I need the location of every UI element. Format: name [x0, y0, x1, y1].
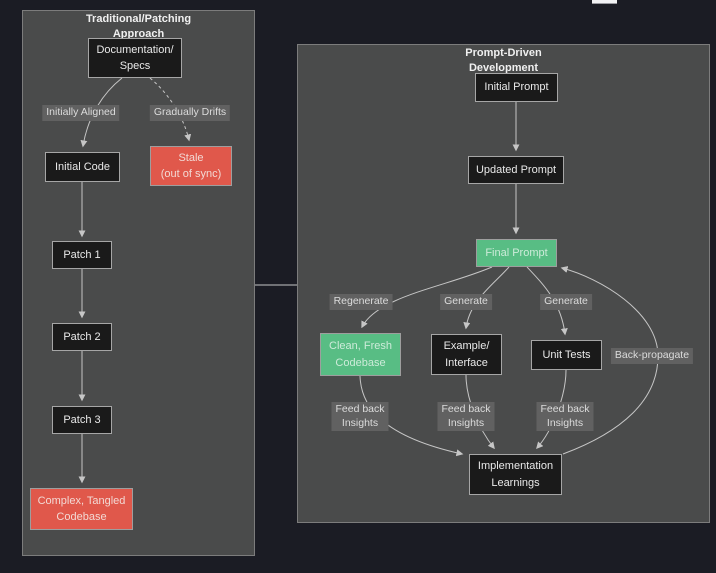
node-label-line: Initial Prompt: [484, 81, 549, 94]
edge-label-gradually-drifts: Gradually Drifts: [149, 105, 231, 121]
node-patch-2: Patch 2: [52, 323, 112, 351]
panel-title-traditional: Traditional/Patching Approach: [22, 12, 255, 42]
node-stale-out-of-sync: Stale (out of sync): [150, 146, 232, 186]
node-label-line: (out of sync): [160, 168, 222, 180]
node-label-line: Stale: [178, 151, 204, 164]
node-documentation-specs: Documentation/ Specs: [88, 38, 182, 78]
node-label-line: Codebase: [56, 511, 107, 523]
edge-label-line: Regenerate: [333, 295, 389, 307]
edge-label-line: Gradually Drifts: [153, 106, 227, 118]
edge-label-line: Generate: [544, 295, 588, 307]
edge-label-regenerate: Regenerate: [329, 294, 393, 310]
node-label-line: Patch 3: [63, 413, 101, 426]
edge-label-line: Insights: [341, 416, 379, 429]
node-label-line: Codebase: [335, 356, 386, 369]
edge-label-feedback-insights-3: Feed back Insights: [536, 402, 594, 432]
edge-label-line: Feed back: [540, 403, 590, 415]
panel-title-prompt-driven: Prompt-Driven Development: [297, 46, 710, 76]
node-final-prompt: Final Prompt: [476, 239, 557, 267]
node-complex-tangled-codebase: Complex, Tangled Codebase: [30, 488, 133, 530]
node-label-line: Documentation/: [96, 43, 174, 56]
edge-label-feedback-insights-1: Feed back Insights: [331, 402, 389, 432]
node-label-line: Patch 2: [63, 330, 101, 343]
node-label-line: Patch 1: [63, 248, 101, 261]
node-label-line: Complex, Tangled: [37, 494, 126, 507]
node-patch-3: Patch 3: [52, 406, 112, 434]
edge-label-line: Insights: [447, 416, 485, 429]
node-patch-1: Patch 1: [52, 241, 112, 269]
node-unit-tests: Unit Tests: [531, 340, 602, 370]
node-implementation-learnings: Implementation Learnings: [469, 454, 562, 495]
node-label-line: Interface: [445, 356, 488, 369]
edge-label-line: Back-propagate: [614, 349, 690, 361]
panel-title-line: Approach: [112, 27, 165, 40]
edge-label-line: Generate: [444, 295, 488, 307]
node-label-line: Specs: [119, 60, 151, 72]
node-label-line: Final Prompt: [485, 246, 548, 259]
edge-label-generate-left: Generate: [440, 294, 492, 310]
node-label-line: Example/: [443, 340, 490, 352]
edge-finalprompt-to-cleanfresh: [361, 266, 493, 329]
edge-label-line: Feed back: [441, 403, 491, 415]
panel-title-line: Prompt-Driven: [465, 47, 542, 59]
node-label-line: Implementation: [477, 460, 554, 472]
edge-finalprompt-to-example: [463, 266, 510, 330]
node-updated-prompt: Updated Prompt: [468, 156, 564, 184]
edge-label-line: Feed back: [335, 403, 385, 415]
node-label-line: Initial Code: [54, 160, 111, 173]
node-label-line: Unit Tests: [542, 348, 591, 361]
edge-label-feedback-insights-2: Feed back Insights: [437, 402, 495, 432]
panel-title-line: Traditional/Patching: [85, 13, 192, 25]
edge-label-initially-aligned: Initially Aligned: [42, 105, 120, 121]
top-edge-artifact: [592, 0, 617, 4]
node-initial-code: Initial Code: [45, 152, 120, 182]
edge-label-line: Insights: [546, 416, 584, 429]
node-clean-fresh-codebase: Clean, Fresh Codebase: [320, 333, 401, 376]
edge-label-generate-right: Generate: [540, 294, 592, 310]
panel-title-line: Development: [468, 61, 539, 74]
edge-label-line: Initially Aligned: [46, 106, 116, 118]
edge-label-back-propagate: Back-propagate: [610, 348, 694, 364]
node-initial-prompt: Initial Prompt: [475, 73, 558, 102]
node-example-interface: Example/ Interface: [431, 334, 502, 375]
node-label-line: Clean, Fresh: [329, 340, 392, 352]
node-label-line: Updated Prompt: [475, 163, 557, 176]
node-label-line: Learnings: [491, 476, 540, 489]
panel-traditional-approach: [22, 10, 255, 556]
panel-prompt-driven: [297, 44, 710, 523]
